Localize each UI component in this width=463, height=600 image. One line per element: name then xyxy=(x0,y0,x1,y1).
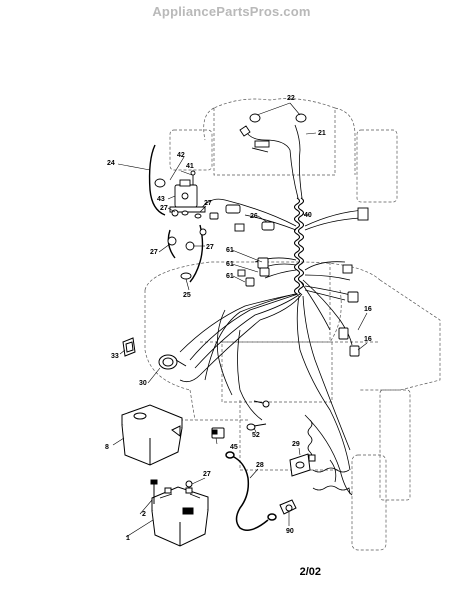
ignition-switch-29 xyxy=(289,453,316,477)
connectors-16 xyxy=(338,207,369,357)
site-watermark: AppliancePartsPros.com xyxy=(152,4,311,19)
callout-24: 24 xyxy=(107,160,115,167)
callout-27-d: 27 xyxy=(206,244,214,251)
callout-labels: 1 2 8 16 16 21 22 24 25 26 27 27 27 27 2… xyxy=(105,95,372,542)
callout-45: 45 xyxy=(230,444,238,451)
callout-27-e: 27 xyxy=(203,471,211,478)
callout-43: 43 xyxy=(157,196,165,203)
callout-30: 30 xyxy=(139,380,147,387)
key-52 xyxy=(246,400,270,431)
harness-wires xyxy=(179,124,366,471)
callout-25: 25 xyxy=(183,292,191,299)
callout-61-c: 61 xyxy=(226,273,234,280)
clip-33 xyxy=(122,337,136,357)
connector-30 xyxy=(158,354,187,370)
callout-16-upper: 16 xyxy=(364,306,372,313)
terminals-25-27 xyxy=(167,209,207,280)
callout-8: 8 xyxy=(105,444,109,451)
callout-1: 1 xyxy=(126,535,130,542)
callout-21: 21 xyxy=(318,130,326,137)
callout-27-b: 27 xyxy=(204,200,212,207)
callout-26: 26 xyxy=(250,213,258,220)
callout-42: 42 xyxy=(177,152,185,159)
battery-1 xyxy=(151,486,209,547)
callout-27-c: 27 xyxy=(150,249,158,256)
rear-cables xyxy=(304,414,353,496)
battery-cable-28 xyxy=(225,451,277,531)
callout-28: 28 xyxy=(256,462,264,469)
callout-22: 22 xyxy=(287,95,295,102)
callout-52: 52 xyxy=(252,432,260,439)
cable-24 xyxy=(148,144,204,283)
callout-27-a: 27 xyxy=(160,205,168,212)
diagram-date-code: 2/02 xyxy=(299,566,321,578)
connectors-61 xyxy=(237,257,270,287)
solenoid-assembly xyxy=(154,170,206,219)
terminal-90 xyxy=(279,499,297,515)
callout-61-a: 61 xyxy=(226,247,234,254)
top-connectors xyxy=(209,113,307,232)
callout-41: 41 xyxy=(186,163,194,170)
callout-40: 40 xyxy=(304,212,312,219)
callout-29: 29 xyxy=(292,441,300,448)
leader-lines xyxy=(112,102,368,538)
harness-coil-bundle xyxy=(293,197,305,295)
battery-tray-8 xyxy=(121,404,183,466)
callout-2: 2 xyxy=(142,511,146,518)
callout-90: 90 xyxy=(286,528,294,535)
switch-45 xyxy=(211,427,225,439)
battery-hardware xyxy=(150,479,193,504)
callout-16-lower: 16 xyxy=(364,336,372,343)
callout-61-b: 61 xyxy=(226,261,234,268)
callout-33: 33 xyxy=(111,353,119,360)
